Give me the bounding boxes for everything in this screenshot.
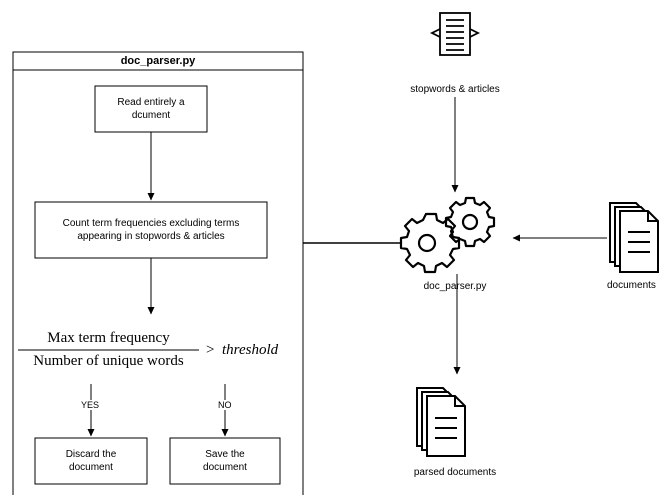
module-title: doc_parser.py xyxy=(120,55,196,67)
documents-label: documents xyxy=(607,280,656,291)
condition-operator: > xyxy=(206,342,215,358)
list-document-icon xyxy=(429,12,481,56)
parser-label: doc_parser.py xyxy=(423,281,487,292)
read-step-label: Read entirely a dcument xyxy=(117,97,185,121)
documents-stack-icon xyxy=(609,202,659,273)
condition-denominator: Number of unique words xyxy=(33,353,184,369)
discard-step-label: Discard the document xyxy=(65,449,117,473)
yes-branch-label: YES xyxy=(80,400,101,410)
count-step-label: Count term frequencies excluding terms a… xyxy=(62,218,240,242)
condition-threshold: threshold xyxy=(222,342,279,358)
discard-step-box xyxy=(34,437,148,485)
parsed-documents-stack-icon xyxy=(416,387,466,457)
save-step-label: Save the document xyxy=(203,449,247,473)
condition-numerator: Max term frequency xyxy=(47,330,170,346)
read-step-box xyxy=(94,85,208,133)
save-step-box xyxy=(169,437,281,485)
stopwords-label: stopwords & articles xyxy=(410,84,500,95)
gears-icon xyxy=(399,196,496,274)
no-branch-label: NO xyxy=(217,400,233,410)
parsed-documents-label: parsed documents xyxy=(413,467,497,478)
